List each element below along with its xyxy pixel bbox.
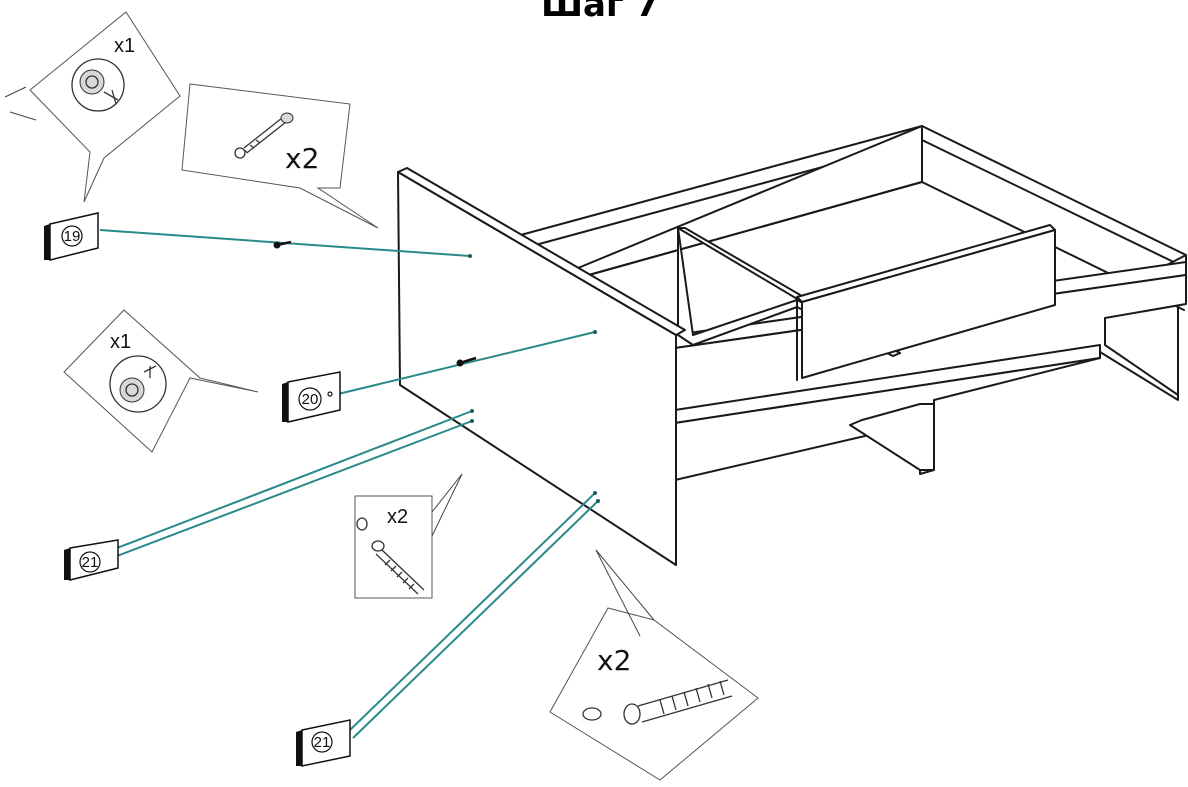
cam-lock-icon: [119, 365, 157, 403]
tag-21-lower-label: 21: [314, 734, 331, 751]
cross-divider: [801, 229, 1056, 379]
dowel-icon: [582, 679, 733, 725]
callout-dowel-small: x2: [354, 473, 463, 599]
leader-21-lower-b: [352, 500, 599, 739]
dowel-icon: [356, 517, 425, 595]
part-tag-21-lower: 21: [296, 719, 351, 767]
callout-cam-top: x1: [4, 11, 181, 203]
leader-lines: [99, 229, 600, 739]
tag-19-label: 19: [64, 228, 81, 245]
callout-bolt: x2: [181, 83, 379, 229]
tag-21-upper-label: 21: [82, 554, 99, 571]
leader-21-upper-b: [116, 420, 473, 557]
part-tag-19: 19: [44, 212, 99, 261]
center-support: [849, 403, 935, 471]
leader-21-lower-a: [349, 492, 596, 731]
hole-19: [468, 254, 472, 258]
step-title: Шаг 7: [541, 0, 659, 25]
tag-20-label: 20: [302, 391, 319, 408]
cam-mid-qty: x1: [110, 331, 131, 353]
bolt-icon: [273, 240, 292, 249]
dowel-small-qty: x2: [387, 506, 408, 528]
leader-21-upper-a: [116, 410, 473, 549]
dowel-large-qty: x2: [597, 644, 631, 677]
callout-dowel-large: x2: [549, 549, 759, 781]
leader-20: [333, 331, 596, 396]
divider-long: [677, 227, 901, 357]
cam-lock-icon: [79, 69, 119, 105]
front-end-panel-top: [397, 167, 686, 336]
hole-20: [593, 330, 597, 334]
bolt-icon: [456, 356, 477, 367]
part-tag-21-upper: 21: [64, 539, 119, 581]
callout-cam-mid: x1: [63, 309, 259, 453]
bolt-icon: [234, 112, 294, 159]
furniture-frame: [397, 125, 1187, 566]
bolt-qty: x2: [285, 142, 319, 175]
part-tag-20: 20: [282, 371, 341, 423]
back-rail: [577, 125, 923, 279]
cam-top-qty: x1: [114, 35, 135, 57]
